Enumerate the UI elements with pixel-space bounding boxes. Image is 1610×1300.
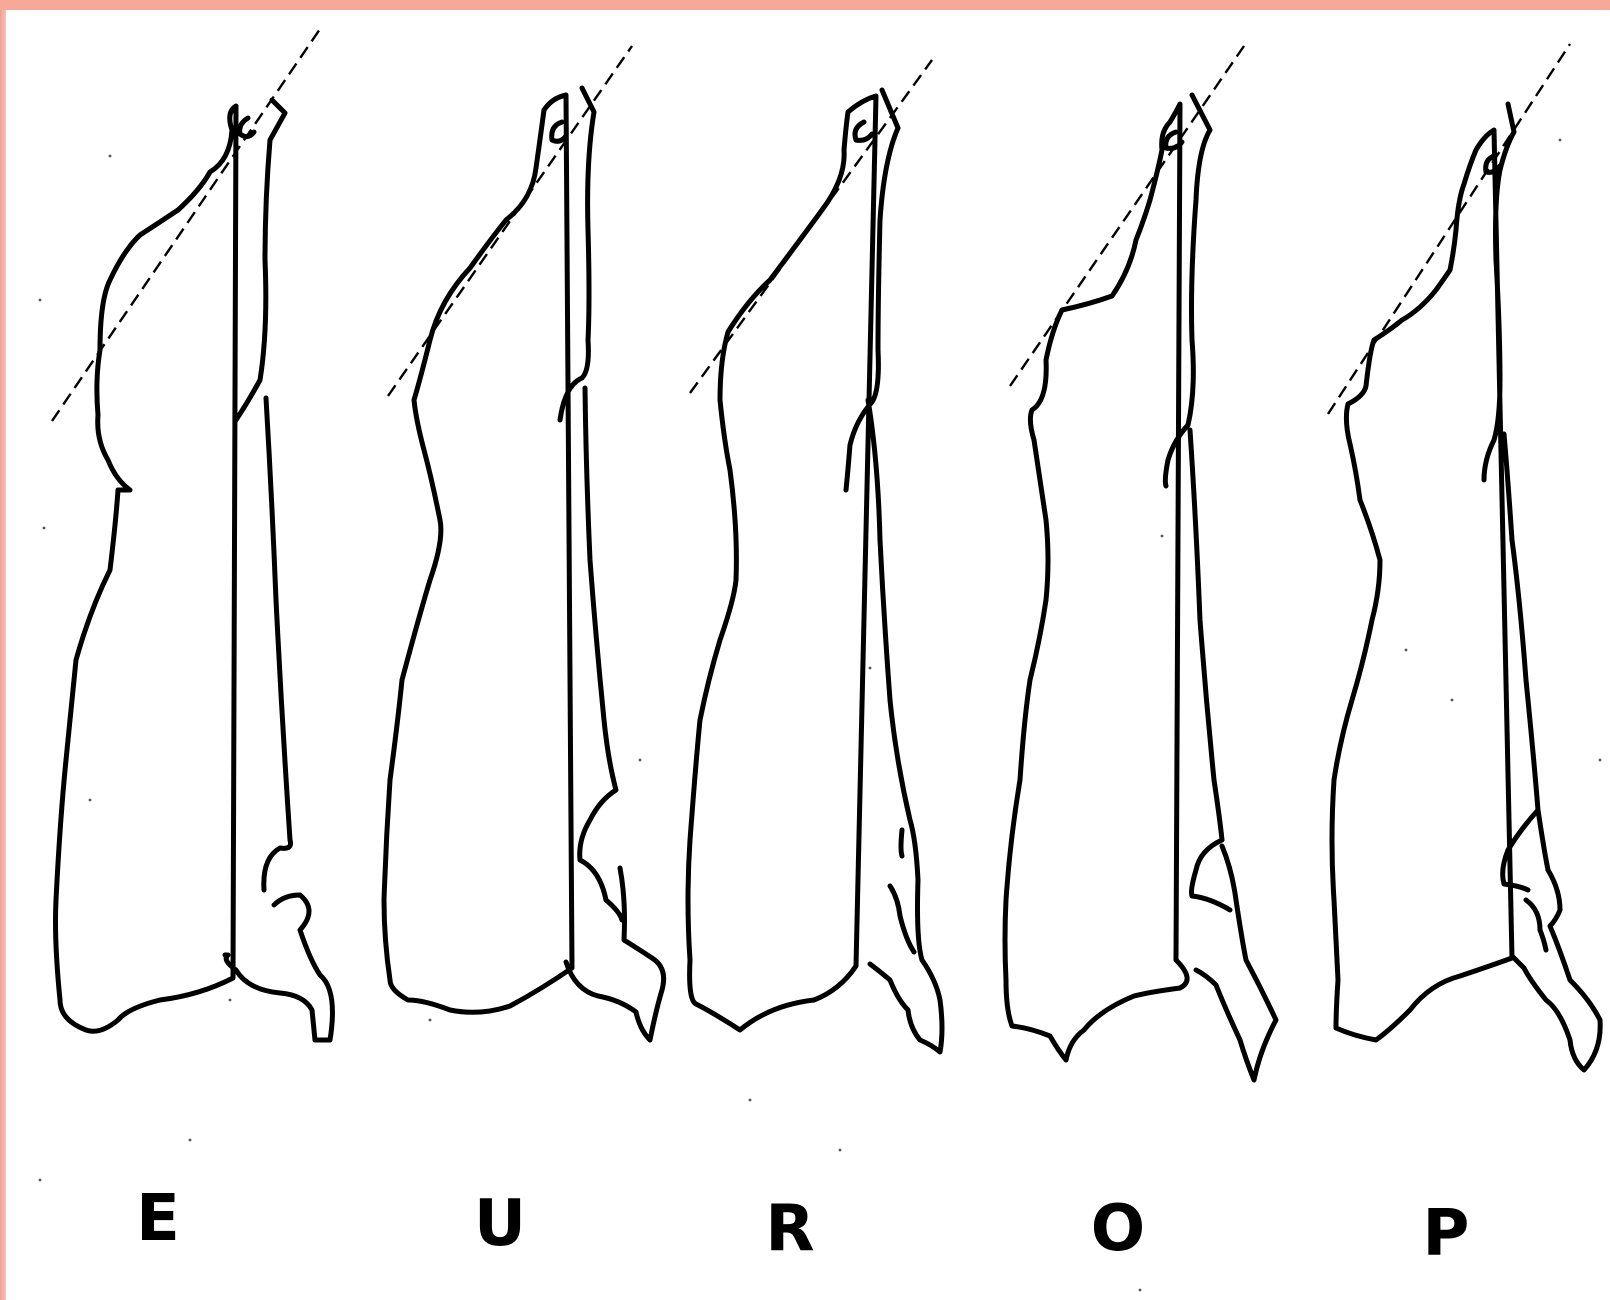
paper-specks bbox=[39, 139, 1602, 1292]
carcass-e bbox=[52, 29, 332, 1040]
carcass-u-cut-line bbox=[388, 46, 632, 396]
carcass-e-hock-detail bbox=[240, 118, 254, 137]
grade-label-u: U bbox=[474, 1187, 526, 1261]
grade-label-p: P bbox=[1423, 1197, 1470, 1271]
carcass-r-leg-detail bbox=[890, 886, 914, 952]
carcass-r bbox=[688, 60, 942, 1052]
carcass-e-cut-line bbox=[52, 29, 320, 421]
carcass-p-cut-line bbox=[1328, 44, 1570, 414]
carcass-r-hock-detail bbox=[855, 122, 872, 140]
carcass-u bbox=[384, 46, 664, 1040]
grade-label-r: R bbox=[765, 1192, 814, 1266]
carcass-o-outline bbox=[1005, 95, 1276, 1080]
grade-label-o: O bbox=[1091, 1192, 1145, 1266]
carcass-e-outline bbox=[56, 100, 333, 1040]
carcass-r-outline bbox=[688, 90, 942, 1052]
carcass-p-outline bbox=[1332, 104, 1600, 1070]
carcass-u-outline bbox=[384, 88, 664, 1040]
carcass-o-cut-line bbox=[1010, 46, 1244, 386]
grade-label-e: E bbox=[136, 1182, 180, 1256]
carcass-o bbox=[1005, 46, 1276, 1080]
carcass-p bbox=[1328, 44, 1600, 1070]
